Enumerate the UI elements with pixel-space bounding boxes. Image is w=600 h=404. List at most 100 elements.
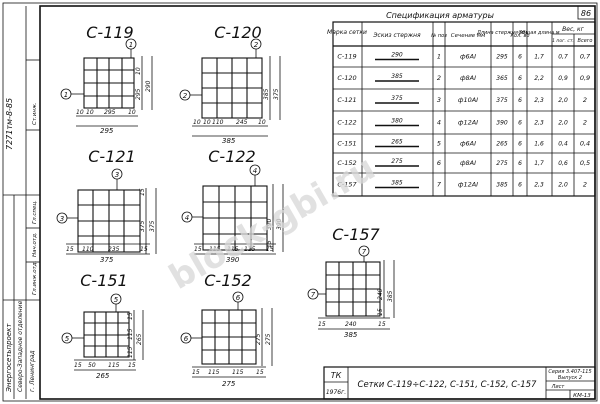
spec-cell-w2: 2: [583, 119, 587, 127]
dim-label: 115: [127, 328, 134, 340]
dim-total: 385: [387, 290, 394, 302]
spec-cell-w1: 2,0: [558, 182, 568, 189]
callout-number: 4: [253, 167, 257, 175]
dim-label: 115: [208, 369, 220, 376]
dim-total: 290: [145, 80, 152, 92]
spec-cell-sect: ф12АI: [458, 119, 478, 127]
year-label: 1976г.: [326, 389, 346, 396]
spec-cell-sect: ф8АI: [460, 159, 476, 167]
mesh-c122: С-122 4 4 15 115 115 115 15 390 390 15 3…: [181, 147, 284, 264]
dim-label: 15: [192, 369, 200, 376]
spec-cell-blen: 375: [496, 97, 508, 104]
dim-total: 375: [149, 220, 156, 232]
dim-total: 375: [273, 88, 280, 100]
mesh-title: С-120: [214, 23, 261, 42]
spec-cell-tot: 2,3: [534, 120, 544, 127]
spec-cell-pos: 5: [437, 140, 441, 148]
mesh-title: С-151: [80, 271, 127, 290]
dim-label: 15: [128, 362, 136, 369]
spec-subheader: 1 пог. ст.: [552, 38, 574, 44]
dim-label: 275: [255, 333, 262, 345]
spec-cell-mark: С-151: [337, 140, 356, 148]
dim-label: 240: [377, 288, 384, 300]
spec-cell-tot: 2,2: [534, 75, 544, 82]
dim-label: 15: [74, 362, 82, 369]
spec-header: № поз: [430, 33, 447, 39]
dim-label: 115: [227, 246, 239, 253]
dim-label: 10: [258, 119, 266, 126]
dim-label: 15: [266, 246, 274, 253]
spec-cell-mark: С-120: [337, 74, 356, 82]
callout-number: 6: [236, 294, 241, 302]
spec-cell-w2: 0,9: [580, 74, 590, 82]
spec-cell-tot: 1,7: [534, 160, 544, 167]
dim-label: 115: [209, 246, 221, 253]
spec-header: Вес, кг: [562, 26, 585, 33]
dim-label: 245: [236, 119, 248, 126]
spec-cell-mark: С-121: [337, 96, 356, 104]
spec-header: Марка сетки: [327, 29, 367, 36]
km-label: КМ-13: [573, 393, 591, 399]
dim-total: 390: [226, 256, 240, 264]
callout-number: 2: [254, 41, 259, 49]
spec-cell-mark: С-122: [337, 119, 356, 127]
spec-cell-tot: 2,3: [534, 97, 544, 104]
spec-cell-blen: 390: [496, 120, 508, 127]
spec-cell-w1: 0,6: [558, 160, 568, 167]
mesh-title: С-119: [86, 23, 133, 42]
mesh-c151: С-151 5 5 15 50 115 15 265 15 115 115 26…: [61, 271, 144, 380]
callout-number: 5: [65, 335, 70, 343]
dim-label: 10: [203, 119, 211, 126]
callout-number: 7: [311, 291, 316, 299]
spec-cell-qty: 6: [518, 97, 522, 104]
inner-frame: [39, 5, 596, 400]
dim-total: 265: [96, 372, 110, 380]
sheet-number-box: [577, 5, 596, 20]
spec-cell-sect: ф8АI: [460, 74, 476, 82]
mesh-c121: С-121 3 3 15 110 235 15 375 15 375 375: [56, 147, 157, 264]
spec-cell-blen: 275: [496, 160, 508, 167]
spec-table: Спецификация арматуры Марка сетки Эскиз …: [327, 11, 596, 197]
sheet-number: 86: [581, 9, 591, 18]
mesh-title: С-152: [204, 271, 251, 290]
spec-header: Сечение мм: [451, 33, 485, 39]
spec-cell-mark: С-119: [337, 53, 356, 61]
bar-sketch-length: 375: [391, 95, 403, 102]
bar-sketch-length: 385: [391, 73, 403, 80]
spec-cell-qty: 6: [518, 160, 522, 167]
dim-total: 385: [344, 331, 358, 339]
spec-cell-qty: 6: [518, 182, 522, 189]
dim-label: 15: [66, 246, 74, 253]
dim-total: 275: [265, 333, 272, 345]
spec-cell-pos: 7: [437, 181, 442, 189]
spec-cell-qty: 6: [518, 120, 522, 127]
dim-label: 15: [127, 312, 134, 320]
side-role: Нач.отд.: [32, 232, 38, 257]
dim-total: 390: [276, 218, 283, 230]
dim-label: 385: [263, 88, 270, 100]
dim-label: 15: [318, 321, 326, 328]
spec-cell-sect: ф6АI: [460, 53, 476, 61]
dim-label: 115: [127, 346, 134, 358]
spec-header: Эскиз стержня: [372, 32, 421, 39]
dim-label: 295: [135, 88, 142, 100]
side-role: Ст.инж.: [32, 102, 38, 125]
spec-cell-tot: 2,3: [534, 182, 544, 189]
sheet-label: Лист: [551, 384, 566, 390]
dim-label: 375: [139, 220, 146, 232]
dim-label: 390: [266, 218, 273, 230]
spec-cell-blen: 265: [496, 141, 508, 148]
callout-number: 7: [362, 248, 367, 256]
dim-total: 375: [100, 256, 114, 264]
spec-cell-w2: 0,7: [580, 53, 591, 61]
mesh-c152: С-152 6 6 15 115 115 15 275 275 275: [180, 271, 273, 388]
spec-subheader: Всего: [578, 38, 593, 44]
spec-cell-w2: 0,5: [580, 159, 590, 167]
spec-cell-w2: 0,4: [580, 140, 590, 148]
spec-cell-w1: 2,0: [558, 97, 568, 104]
mesh-c120: С-120 2 2 10 10 110 245 10 385 385 375: [179, 23, 281, 145]
dim-label: 10: [76, 109, 84, 116]
dim-total: 295: [100, 127, 114, 135]
spec-cell-blen: 385: [496, 182, 508, 189]
